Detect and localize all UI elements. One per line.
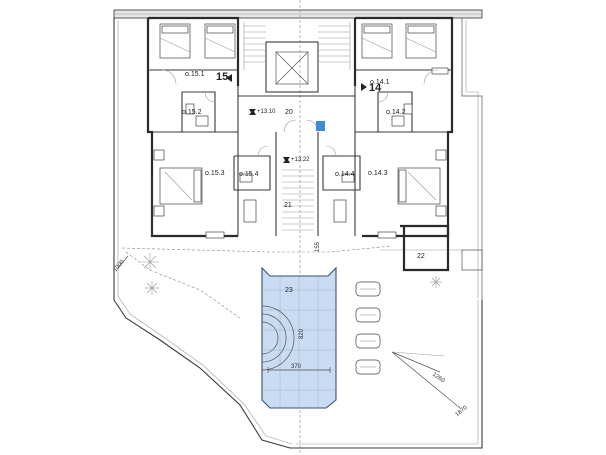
stair-core [243, 22, 351, 231]
room-label-15-4: o.15.4 [239, 171, 259, 178]
top-boundary-strip [113, 9, 483, 19]
bed-icon [405, 23, 437, 59]
bed-icon [159, 23, 191, 59]
sun-lounger-icon [355, 281, 381, 375]
stair-height-dimension: 155 [315, 241, 321, 252]
building-walls [146, 16, 454, 272]
apartment-number-14: 14 [369, 82, 382, 94]
wardrobe-icon [153, 67, 449, 239]
apartment-number-15: 15 [216, 71, 228, 83]
room-label-23: 23 [285, 287, 293, 294]
arrow-left-icon [226, 74, 232, 82]
room-label-15-1: o.15.1 [185, 71, 205, 78]
level-label-lower: +13.22 [291, 157, 310, 163]
room-label-14-4: o.14.4 [335, 171, 355, 178]
right-edge-dimension-1: 1260 [431, 372, 446, 385]
terrace-boundary [121, 245, 393, 319]
pool-length-dimension: 820 [299, 328, 305, 339]
room-label-21: 21 [284, 202, 292, 209]
pool-width-dimension: 370 [291, 364, 302, 370]
bed-icon [361, 23, 393, 59]
bed-icon [204, 23, 236, 59]
pool [261, 266, 337, 409]
room-label-14-1: o.14.1 [370, 79, 390, 86]
dimension-lines [117, 255, 461, 409]
right-edge-dimension-2: 1870 [455, 405, 470, 419]
room-label-15-2: o.15.2 [182, 109, 202, 116]
bed-icon [397, 167, 441, 205]
selection-marker [316, 121, 325, 131]
room-label-20: 20 [285, 109, 293, 116]
room-label-15-3: o.15.3 [205, 170, 225, 177]
arrow-right-icon [361, 83, 367, 91]
room-label-14-3: o.14.3 [368, 170, 388, 177]
room-label-14-2: o.14.2 [386, 109, 406, 116]
room-label-22: 22 [417, 253, 425, 260]
level-marker-icon [249, 109, 290, 163]
bed-icon [159, 167, 203, 205]
level-label-upper: +13.10 [257, 109, 276, 115]
plant-icon [141, 253, 442, 295]
